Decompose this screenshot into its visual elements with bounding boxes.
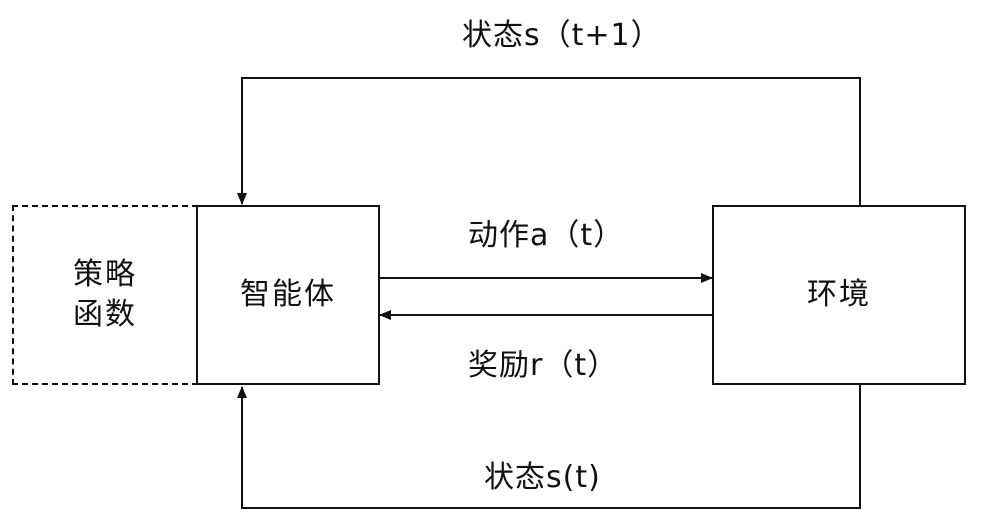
agent-box: 智能体 [196,205,380,385]
state-current-connector [237,385,861,509]
state-next-label: 状态s（t+1） [462,18,662,53]
environment-label: 环境 [807,277,871,312]
action-label: 动作a（t） [468,218,625,253]
environment-box: 环境 [712,205,966,385]
policy-function-label-line2: 函数 [73,297,137,332]
state-next-connector [237,77,861,206]
policy-function-label-line1: 策略 [73,257,137,292]
policy-function-box: 策略 函数 [12,205,198,385]
state-current-label: 状态s(t) [484,460,601,495]
reward-label: 奖励r（t） [468,348,619,383]
agent-label: 智能体 [240,277,336,312]
